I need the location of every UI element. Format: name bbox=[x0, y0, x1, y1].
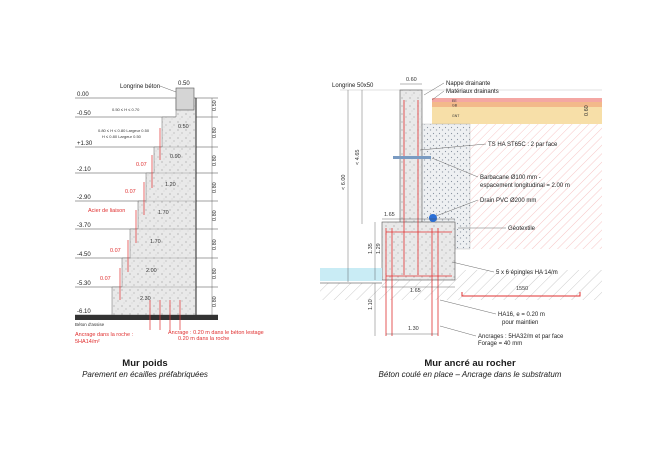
ancrages-label-2: Forage = 40 mm bbox=[478, 341, 522, 347]
setback-0: 0.07 bbox=[136, 162, 147, 168]
ancrages-label-1: Ancrages : 5HA32/m et par face bbox=[478, 334, 564, 340]
right-dimensions: 0.50 0.80 0.80 0.80 0.80 0.80 0.80 0.80 bbox=[211, 98, 218, 315]
barbacane-label-1: Barbacane Ø100 mm - bbox=[480, 175, 541, 181]
rebar-1550 bbox=[461, 292, 581, 297]
longrine-label: Longrine 50x50 bbox=[332, 83, 374, 89]
layer-gb bbox=[432, 102, 602, 107]
layer-gnt-label: GNT bbox=[452, 114, 460, 118]
height-2: < 6.00 bbox=[341, 175, 347, 190]
level-4: -2.90 bbox=[77, 195, 91, 201]
dim-r-7: 0.80 bbox=[212, 296, 218, 307]
setbacks: 0.07 0.07 0.07 0.07 bbox=[100, 162, 147, 282]
longrine-width: 0.50 bbox=[178, 81, 190, 87]
epingles-label: 5 x 6 épingles HA 14/m bbox=[496, 270, 558, 276]
dim-135: 1.35 bbox=[368, 243, 374, 254]
level-2: +1.30 bbox=[77, 141, 93, 147]
stem-rebars bbox=[385, 100, 452, 336]
dim-110: 1.10 bbox=[368, 299, 374, 310]
mur-ancre-drawing: EE GB GNT 0.60 155 bbox=[320, 77, 602, 347]
layer-ee bbox=[432, 98, 602, 102]
ancrage-left-2: 5HA14/m² bbox=[75, 339, 100, 345]
step-w-0: 0.50 bbox=[178, 124, 189, 130]
dim-r-5: 0.80 bbox=[212, 239, 218, 250]
left-title: Mur poids bbox=[122, 358, 168, 369]
top-width: 0.60 bbox=[406, 77, 417, 83]
materiaux-label: Matériaux drainants bbox=[446, 89, 499, 95]
acier-label: Acier de liaison bbox=[88, 208, 125, 214]
dim-130: 1.30 bbox=[408, 326, 419, 332]
level-8: -6.10 bbox=[77, 309, 91, 315]
dim-r-4: 0.80 bbox=[212, 210, 218, 221]
step-w-6: 2.30 bbox=[140, 296, 151, 302]
dim-r-2: 0.80 bbox=[212, 155, 218, 166]
ancrage-right: Ancrage : 0.20 m dans le béton lestage bbox=[168, 330, 264, 336]
layer-gb-label: GB bbox=[452, 104, 458, 108]
ts-label: TS HA ST65C : 2 par face bbox=[488, 142, 558, 148]
dim-r-0: 0.50 bbox=[212, 100, 218, 111]
barbacane-label-2: espacement longitudinal = 2.00 m bbox=[480, 183, 570, 189]
step-w-4: 1.70 bbox=[150, 239, 161, 245]
dim-r-3: 0.80 bbox=[212, 182, 218, 193]
level-6: -4.50 bbox=[77, 252, 91, 258]
level-1: -0.50 bbox=[77, 111, 91, 117]
drain-label: Drain PVC Ø200 mm bbox=[480, 198, 536, 204]
setback-3: 0.07 bbox=[100, 276, 111, 282]
longrine-beton bbox=[175, 87, 195, 111]
level-3: -2.10 bbox=[77, 167, 91, 173]
longrine-beton-label: Longrine béton bbox=[120, 84, 160, 90]
note-3: H ≤ 0.80 Largeur 0.50 bbox=[102, 134, 142, 139]
wall-footing bbox=[381, 221, 456, 281]
setback-2: 0.07 bbox=[110, 248, 121, 254]
step-w-2: 1.20 bbox=[165, 182, 176, 188]
note-2: 0.80 ≤ H ≤ 0.80 Largeur 0.50 bbox=[98, 128, 150, 133]
right-title: Mur ancré au rocher bbox=[424, 358, 516, 369]
setback-1: 0.07 bbox=[125, 189, 136, 195]
right-subtitle: Béton coulé en place – Ancrage dans le s… bbox=[378, 370, 562, 379]
height-1: < 4.65 bbox=[355, 150, 361, 165]
geotextile-label: Géotextile bbox=[508, 226, 536, 232]
ha16-label-2: pour maintien bbox=[502, 320, 538, 326]
rock-substratum bbox=[320, 270, 602, 300]
water bbox=[320, 268, 382, 281]
ancrage-right-2: 0.20 m dans la roche bbox=[178, 336, 229, 342]
step-w-5: 2.00 bbox=[146, 268, 157, 274]
barbacane bbox=[393, 156, 431, 159]
dim-165b: 1.65 bbox=[410, 288, 421, 294]
layer-gnt bbox=[432, 107, 602, 124]
drain-pvc bbox=[429, 214, 437, 222]
dim-165: 1.65 bbox=[384, 212, 395, 218]
level-5: -3.70 bbox=[77, 223, 91, 229]
dim-r-1: 0.80 bbox=[212, 127, 218, 138]
left-subtitle: Parement en écailles préfabriquées bbox=[82, 370, 208, 379]
level-0: 0.00 bbox=[77, 92, 89, 98]
step-w-1: 0.90 bbox=[170, 154, 181, 160]
beton-label: Béton d'assise bbox=[75, 322, 105, 327]
level-labels: 0.00 -0.50 +1.30 -2.10 -2.90 -3.70 -4.50… bbox=[77, 92, 93, 315]
step-widths: 0.50 0.90 1.20 1.70 1.70 2.00 2.30 bbox=[140, 124, 189, 302]
ha16-label-1: HA16, e = 0.20 m bbox=[498, 312, 545, 318]
beton-assise bbox=[75, 315, 218, 320]
rebar-len: 1550 bbox=[516, 286, 528, 292]
dim-129: 1.29 bbox=[376, 243, 382, 254]
mur-poids-drawing: 0.00 -0.50 +1.30 -2.10 -2.90 -3.70 -4.50… bbox=[75, 81, 264, 345]
layer-ee-label: EE bbox=[452, 99, 457, 103]
acier-liaison bbox=[119, 128, 181, 330]
level-7: -5.30 bbox=[77, 281, 91, 287]
ancrage-left: Ancrage dans la roche : bbox=[75, 332, 134, 338]
note-1: 0.50 ≤ H ≤ 0.70 bbox=[112, 107, 140, 112]
layer-dim: 0.60 bbox=[584, 105, 590, 116]
step-w-3: 1.70 bbox=[158, 210, 169, 216]
dim-r-6: 0.80 bbox=[212, 268, 218, 279]
nappe-label: Nappe drainante bbox=[446, 81, 491, 87]
